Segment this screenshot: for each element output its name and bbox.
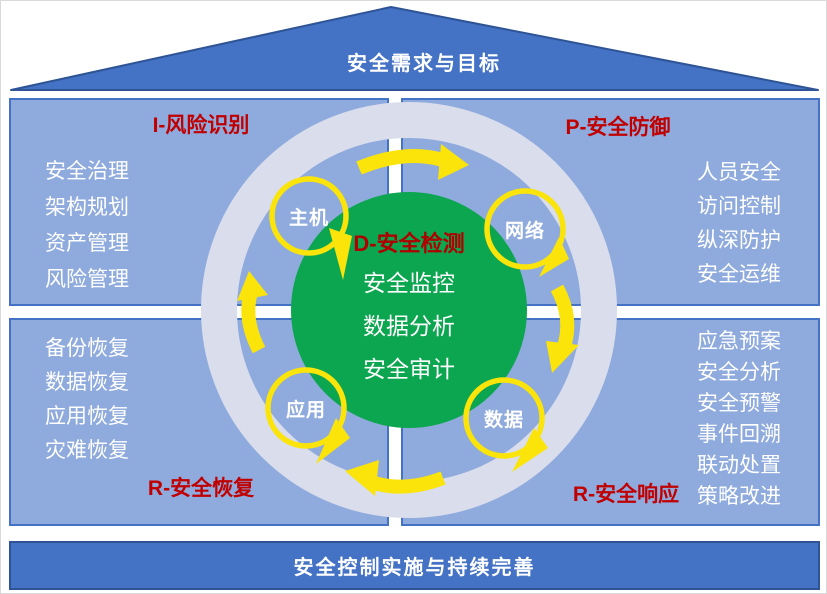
dimension-application: 应用	[256, 358, 356, 478]
dimension-host: 主机	[259, 166, 359, 286]
quadrant-item-list: 人员安全访问控制纵深防护安全运维	[697, 156, 781, 292]
footer-title: 安全控制实施与持续完善	[293, 557, 536, 579]
rotation-circle-icon	[484, 188, 569, 277]
list-item: 人员安全	[697, 161, 781, 184]
dimension-label: 网络	[504, 220, 545, 242]
dimension-label: 应用	[285, 399, 326, 421]
roof-title: 安全需求与目标	[347, 53, 501, 75]
quadrant-title: P-安全防御	[565, 116, 671, 139]
list-item: 数据分析	[363, 313, 455, 339]
list-item: 事件回溯	[697, 423, 781, 446]
dimension-data: 数据	[454, 368, 554, 488]
list-item: 纵深防护	[697, 229, 781, 252]
list-item: 安全审计	[363, 356, 455, 382]
rotation-circle-icon	[265, 367, 350, 464]
center-title: D-安全检测	[353, 231, 465, 256]
list-item: 安全分析	[697, 361, 781, 384]
list-item: 应急预案	[697, 330, 781, 353]
list-item: 安全监控	[363, 270, 455, 296]
center-item-list: 安全监控数据分析安全审计	[363, 262, 455, 391]
quadrant-item-list: 应急预案安全分析安全预警事件回溯联动处置策略改进	[697, 326, 781, 512]
list-item: 安全治理	[45, 160, 129, 183]
list-item: 架构规划	[45, 196, 129, 219]
quadrant-title: R-安全响应	[572, 483, 680, 506]
rotation-circle-icon	[463, 377, 548, 472]
list-item: 安全预警	[697, 392, 781, 415]
quadrant-title: R-安全恢复	[147, 477, 255, 500]
list-item: 策略改进	[697, 485, 781, 508]
list-item: 资产管理	[45, 232, 129, 255]
list-item: 联动处置	[697, 454, 781, 477]
rotation-circle-icon	[269, 176, 352, 280]
list-item: 灾难恢复	[45, 439, 129, 462]
quadrant-title: I-风险识别	[152, 114, 250, 137]
quadrant-item-list: 备份恢复数据恢复应用恢复灾难恢复	[45, 332, 129, 468]
list-item: 应用恢复	[45, 405, 129, 428]
quadrant-item-list: 安全治理架构规划资产管理风险管理	[45, 154, 129, 298]
footer-bar: 安全控制实施与持续完善	[9, 541, 820, 590]
list-item: 数据恢复	[45, 371, 129, 394]
dimension-label: 数据	[483, 409, 524, 431]
dimension-label: 主机	[288, 207, 329, 229]
list-item: 风险管理	[45, 268, 129, 291]
list-item: 访问控制	[697, 195, 781, 218]
list-item: 安全运维	[697, 263, 781, 286]
dimension-network: 网络	[475, 179, 575, 299]
list-item: 备份恢复	[45, 337, 129, 360]
